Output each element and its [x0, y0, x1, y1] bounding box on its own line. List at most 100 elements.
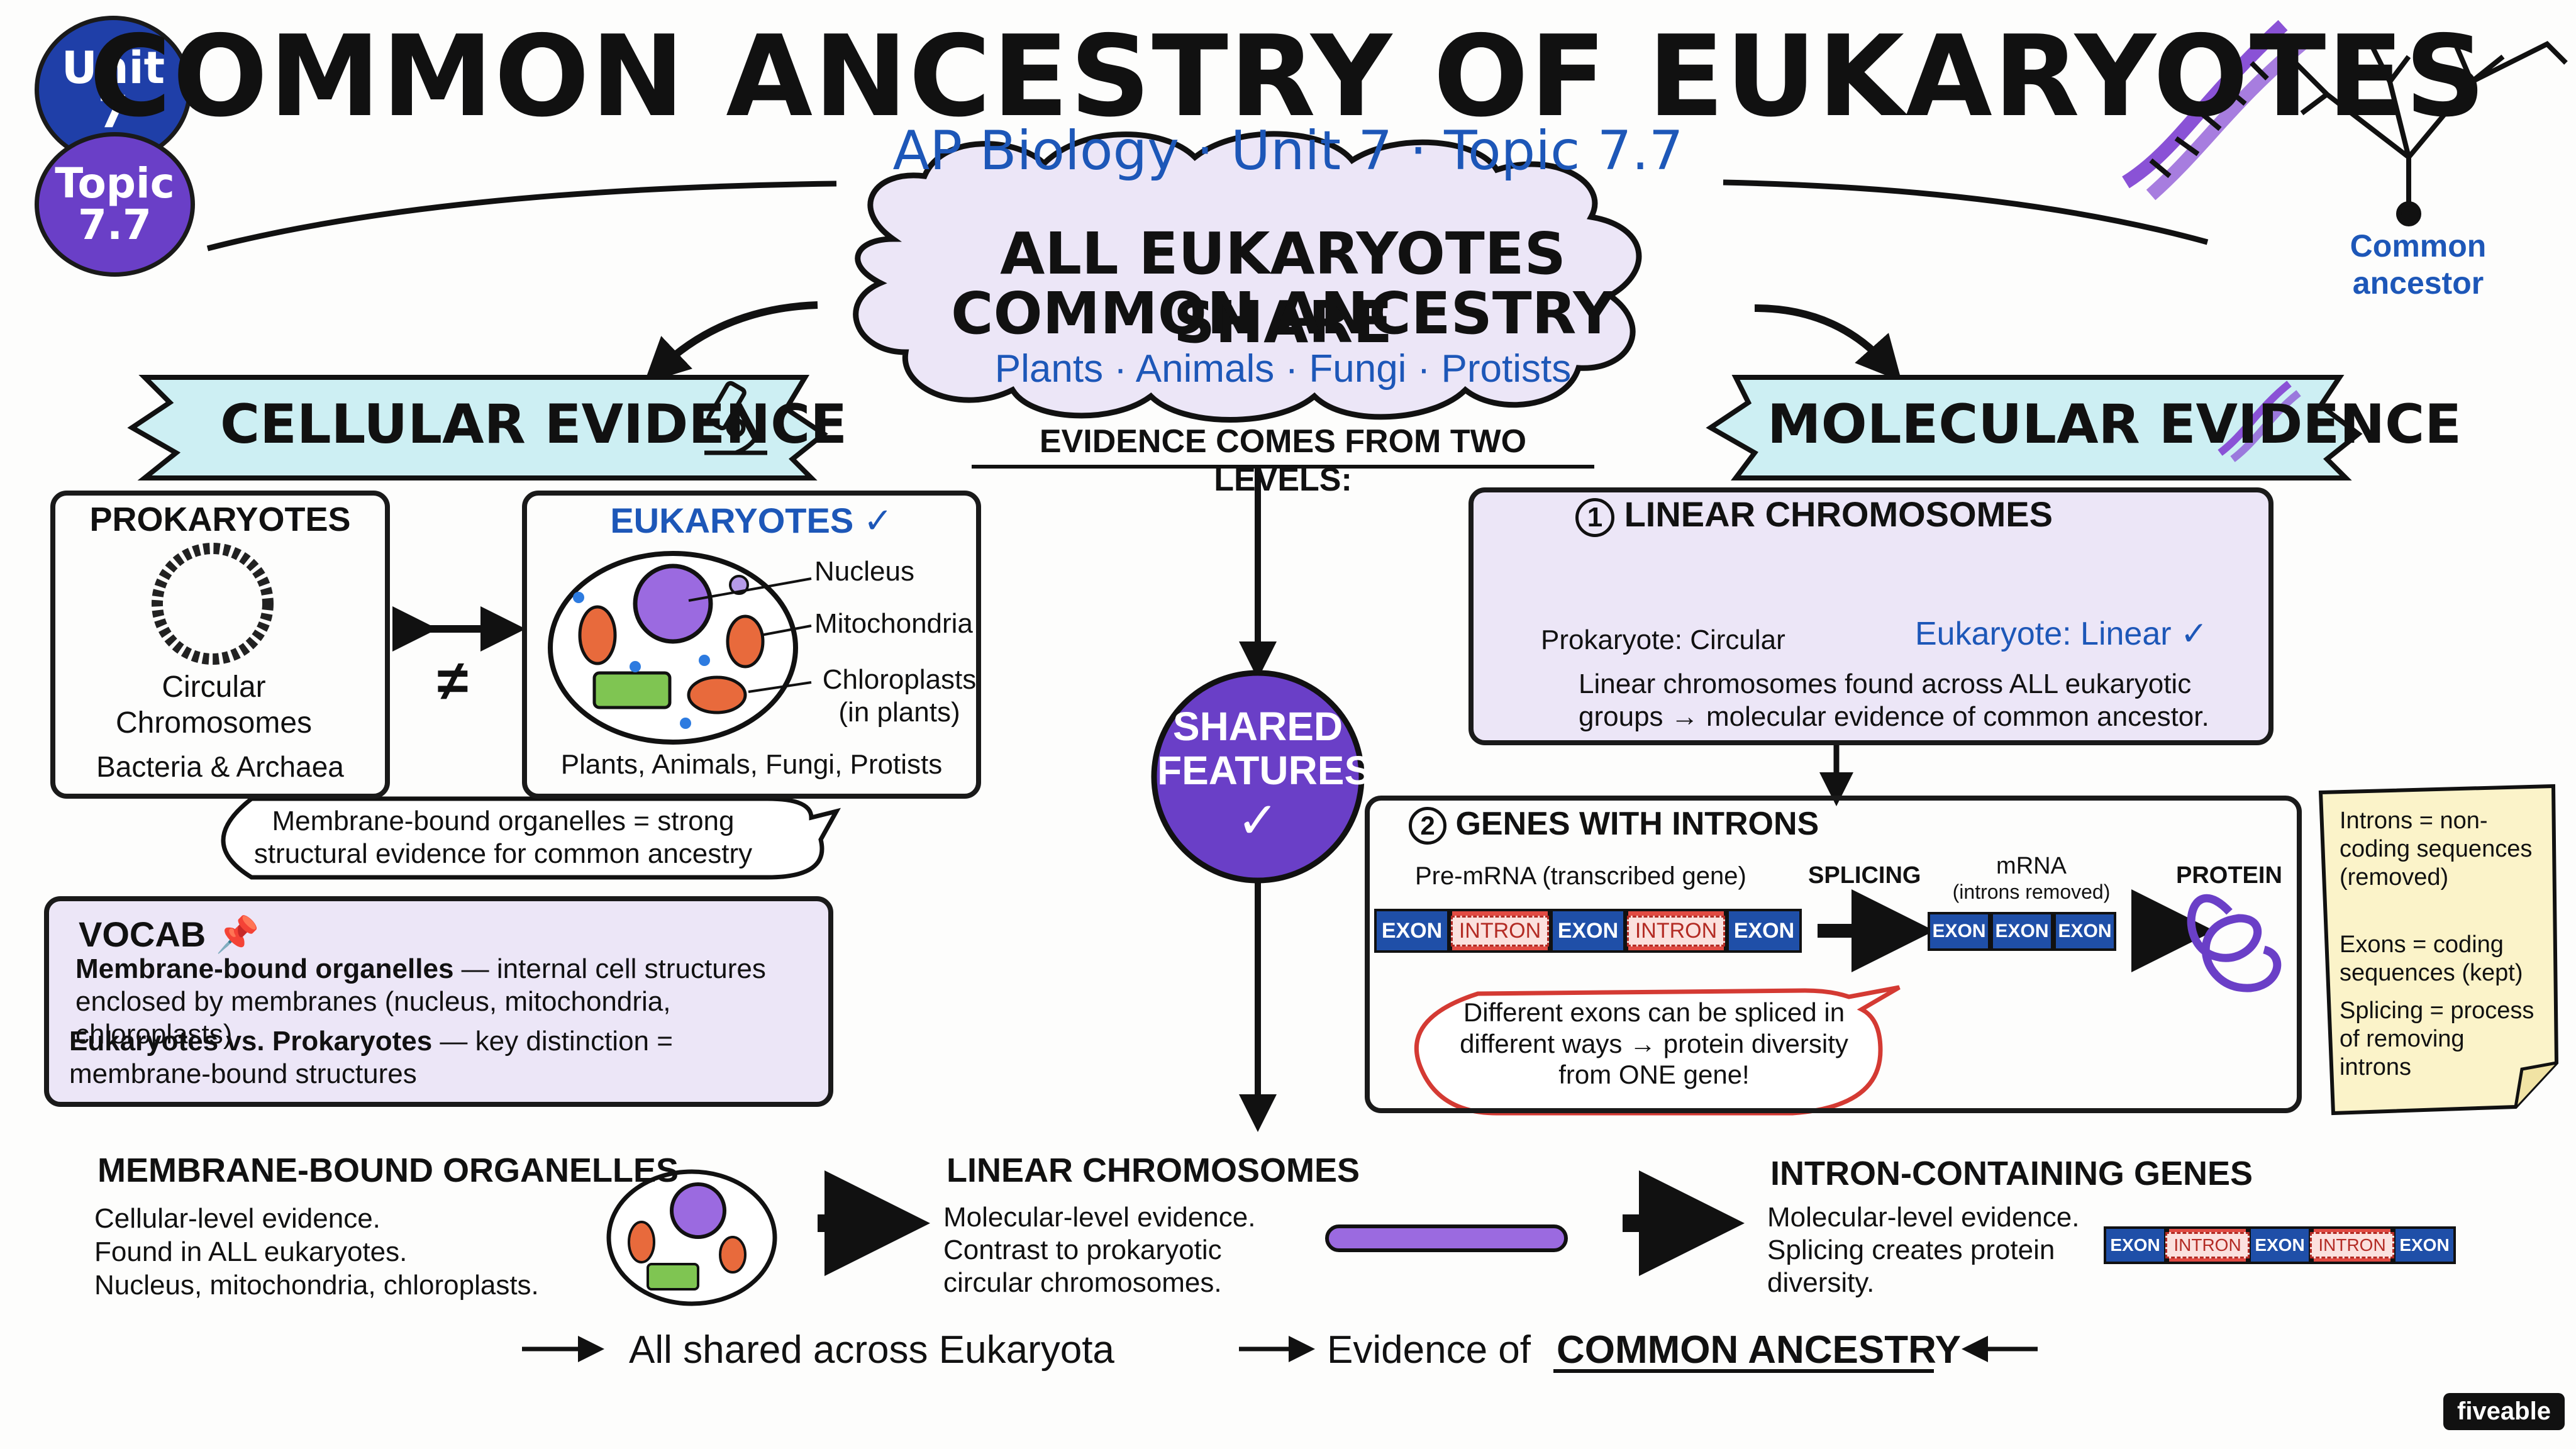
footer-part1: All shared across Eukaryota: [629, 1328, 1114, 1372]
premrna-chain: EXON INTRON EXON INTRON EXON: [1374, 909, 1802, 953]
introns-number-badge: 2: [1409, 807, 1446, 845]
intron-segment: INTRON: [2165, 1226, 2250, 1264]
linear-number-badge: 1: [1575, 498, 1614, 537]
intron-segment: INTRON: [1450, 909, 1550, 953]
label-mitochondria: Mitochondria: [814, 608, 973, 639]
vocab-title: VOCAB 📌: [79, 914, 260, 955]
molecular-banner-label: MOLECULAR EVIDENCE: [1767, 393, 2462, 456]
pin-icon: 📌: [215, 914, 260, 954]
exon-segment: EXON: [2248, 1226, 2311, 1264]
shared-features-label: SHARED FEATURES ✓: [1157, 704, 1372, 848]
cloud-line1: ALL EUKARYOTES SHARE: [1000, 220, 1566, 356]
summary-lc-text3: circular chromosomes.: [943, 1267, 1222, 1298]
exon-segment: EXON: [2104, 1226, 2167, 1264]
splice-bubble-text: Different exons can be spliced in differ…: [1460, 997, 1848, 1090]
fiveable-logo[interactable]: fiveable: [2443, 1393, 2565, 1431]
linear-title-text: LINEAR CHROMOSOMES: [1624, 494, 2053, 534]
eukaryotes-box: [522, 491, 981, 799]
cellular-banner-label: CELLULAR EVIDENCE: [220, 393, 848, 456]
cloud-groups: Plants · Animals · Fungi · Protists: [994, 347, 1572, 391]
linear-note: Linear chromosomes found across ALL euka…: [1579, 669, 2209, 732]
intron-segment: INTRON: [1626, 909, 1726, 953]
sticky-splicing-def: Splicing = process of removing introns: [2340, 997, 2534, 1080]
page-title: COMMON ANCESTRY OF EUKARYOTES: [89, 11, 2487, 142]
intron-label: INTRON: [1450, 915, 1550, 947]
intron-label: INTRON: [2310, 1232, 2394, 1258]
eukaryotes-title: EUKARYOTES ✓: [610, 501, 893, 540]
topic-badge: Topic 7.7: [35, 132, 195, 277]
mrna-title: mRNA: [1996, 853, 2067, 879]
cloud-line2: COMMON ANCESTRY: [950, 280, 1616, 347]
summary-mbo-text3: Nucleus, mitochondria, chloroplasts.: [94, 1270, 539, 1301]
linear-title: 1 LINEAR CHROMOSOMES: [1575, 494, 2053, 537]
vocab-def-2: — key distinction = membrane-bound struc…: [69, 1026, 673, 1089]
vocab-term-2: Eukaryotes vs. Prokaryotes: [69, 1026, 433, 1057]
intron-label: INTRON: [2165, 1232, 2250, 1258]
cellular-bubble-text: Membrane-bound organelles = strong struc…: [253, 806, 753, 869]
summary-lc-title: LINEAR CHROMOSOMES: [947, 1152, 1360, 1189]
introns-title: 2 GENES WITH INTRONS: [1409, 805, 1819, 845]
mrna-chain: EXON EXON EXON: [1928, 912, 2116, 951]
evidence-levels-label: EVIDENCE COMES FROM TWO LEVELS:: [1039, 423, 1527, 499]
check-icon: ✓: [1236, 792, 1279, 848]
prokaryote-circular-label: Prokaryote: Circular: [1541, 625, 1785, 655]
summary-mbo-text1: Cellular-level evidence.: [94, 1203, 380, 1234]
splicing-label: SPLICING: [1808, 862, 1921, 889]
eukaryote-linear-label: Eukaryote: Linear ✓: [1915, 616, 2208, 652]
vocab-def-1: — internal cell structures enclosed by m…: [75, 953, 766, 1050]
prokaryotes-examples: Bacteria & Archaea: [96, 750, 344, 783]
label-chloroplasts: Chloroplasts (in plants): [822, 664, 977, 728]
footer-part2: Evidence of: [1327, 1328, 1531, 1372]
exon-segment: EXON: [1550, 909, 1626, 953]
arrow-cloud-right: [1754, 304, 1902, 382]
summary-mbo-text2: Found in ALL eukaryotes.: [94, 1236, 408, 1267]
mrna-label: mRNA (introns removed): [1924, 852, 2138, 904]
summary-lc-text1: Molecular-level evidence.: [943, 1202, 1256, 1233]
summary-icg-title: INTRON-CONTAINING GENES: [1770, 1155, 2253, 1192]
intron-segment: INTRON: [2310, 1226, 2394, 1264]
summary-gene-chain: EXON INTRON EXON INTRON EXON: [2104, 1226, 2456, 1264]
summary-lc-text2: Contrast to prokaryotic: [943, 1235, 1222, 1265]
page-subtitle: AP Biology · Unit 7 · Topic 7.7: [892, 119, 1684, 182]
vocab-title-text: VOCAB: [79, 914, 206, 954]
header-line-left: [206, 180, 837, 252]
unit-badge-label: Unit 7: [61, 42, 165, 138]
summary-icg-text3: diversity.: [1767, 1267, 1875, 1298]
exon-segment: EXON: [1374, 909, 1450, 953]
vocab-entry-2: Eukaryotes vs. Prokaryotes — key distinc…: [69, 1025, 811, 1091]
prokaryotes-chromosome-label: Circular Chromosomes: [115, 670, 313, 740]
mbo-cell-drawing: [606, 1169, 777, 1306]
header-line-right: [1723, 179, 2209, 245]
summary-icg-text1: Molecular-level evidence.: [1767, 1202, 2080, 1233]
exon-segment: EXON: [1990, 912, 2053, 951]
not-equal-symbol: ≠: [437, 650, 469, 713]
prokaryotes-title: PROKARYOTES: [89, 501, 351, 538]
topic-badge-label: Topic 7.7: [55, 159, 175, 249]
mrna-subtitle: (introns removed): [1952, 880, 2111, 903]
vocab-entry-1: Membrane-bound organelles — internal cel…: [75, 953, 818, 1051]
shared-line1: SHARED: [1172, 704, 1343, 749]
arrow-cloud-left: [643, 301, 818, 384]
shared-line2: FEATURES: [1157, 748, 1372, 794]
summary-mbo-title: MEMBRANE-BOUND ORGANELLES: [97, 1152, 679, 1189]
protein-label: PROTEIN: [2176, 862, 2282, 889]
unit-badge: Unit 7: [35, 16, 192, 164]
introns-box: [1365, 796, 2302, 1113]
premrna-label: Pre-mRNA (transcribed gene): [1415, 862, 1746, 890]
exon-segment: EXON: [1726, 909, 1802, 953]
sticky-exons-def: Exons = coding sequences (kept): [2340, 931, 2523, 986]
exon-segment: EXON: [2053, 912, 2116, 951]
exon-segment: EXON: [2393, 1226, 2456, 1264]
exon-segment: EXON: [1928, 912, 1990, 951]
prokaryotes-box: [50, 491, 390, 799]
vocab-box: [44, 896, 833, 1107]
footer-emphasis: COMMON ANCESTRY: [1557, 1328, 1961, 1372]
label-nucleus: Nucleus: [814, 556, 914, 587]
summary-icg-text2: Splicing creates protein: [1767, 1235, 2055, 1265]
sticky-introns-def: Introns = non-coding sequences (removed): [2340, 808, 2533, 891]
summary-linear-bar: [1325, 1224, 1568, 1252]
eukaryotes-examples: Plants, Animals, Fungi, Protists: [560, 749, 943, 780]
introns-title-text: GENES WITH INTRONS: [1455, 806, 1819, 842]
vocab-term-1: Membrane-bound organelles: [75, 953, 454, 984]
tree-label: Common ancestor: [2350, 228, 2487, 301]
